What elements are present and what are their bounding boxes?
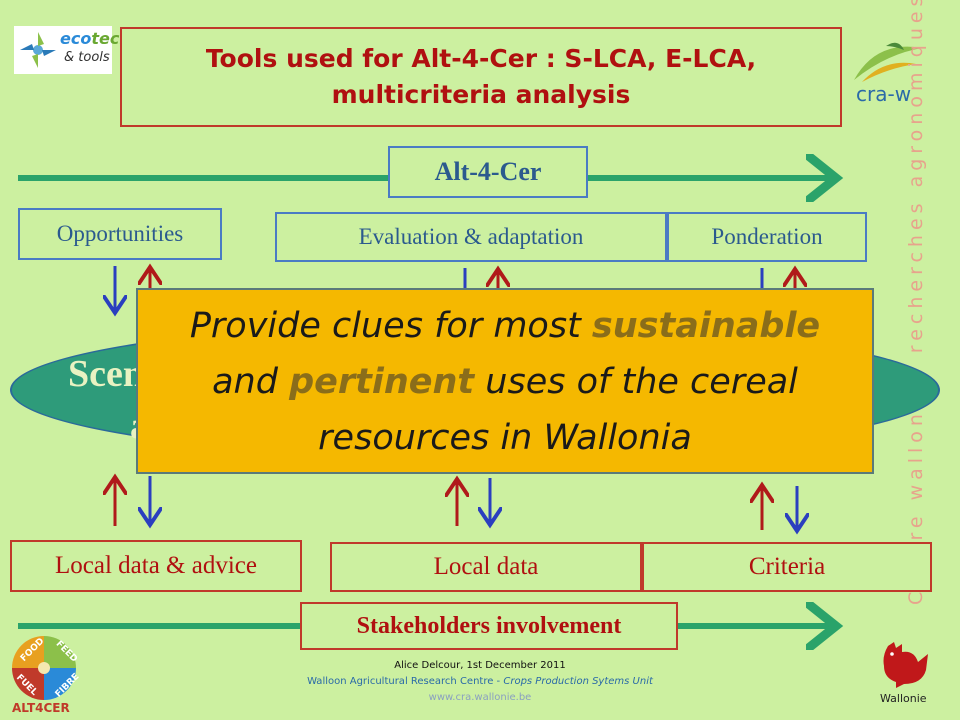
local-data-box: Local data	[330, 542, 642, 592]
alt4cer-logo: FOOD FEED FUEL FIBRE ALT4CER	[6, 634, 82, 718]
stakeholders-label: Stakeholders involvement	[356, 613, 622, 639]
alt4cer-box: Alt-4-Cer	[388, 146, 588, 198]
opportunities-label: Opportunities	[56, 221, 184, 246]
wallonie-text: Wallonie	[880, 692, 927, 705]
overlay-line-3: resources in Wallonia	[318, 418, 692, 458]
wallonie-rooster-icon	[883, 642, 928, 688]
alt4cer-name: ALT4CER	[12, 701, 70, 715]
overlay-line-2-post: uses of the cereal	[474, 362, 798, 402]
evaluation-label: Evaluation & adaptation	[358, 224, 584, 249]
overlay-line-1-text: Provide clues for most	[189, 306, 592, 346]
highlight-pertinent: pertinent	[289, 362, 475, 402]
ecotech-pinwheel-icon	[20, 32, 56, 68]
footer: Alice Delcour, 1st December 2011 Walloon…	[210, 658, 750, 706]
wallonie-logo: Wallonie	[872, 640, 934, 714]
overlay-line-2: and pertinent uses of the cereal	[138, 354, 872, 410]
footer-author: Alice Delcour, 1st December 2011	[394, 660, 566, 671]
local-data-advice-label: Local data & advice	[55, 552, 257, 579]
alt4cer-wheel-icon: FOOD FEED FUEL FIBRE	[12, 636, 82, 700]
ecotech-tools-text: & tools	[64, 50, 110, 65]
cra-w-leaf-icon	[854, 42, 922, 82]
ellipse-text-fragment-1: Scen	[68, 353, 144, 395]
footer-url[interactable]: www.cra.wallonie.be	[428, 692, 532, 703]
title-line-2: multicriteria analysis	[331, 80, 631, 109]
alt4cer-label: Alt-4-Cer	[434, 157, 542, 186]
footer-centre-line: Walloon Agricultural Research Centre - C…	[210, 674, 750, 690]
overlay-line-1: Provide clues for most sustainable	[138, 298, 872, 354]
ponderation-label: Ponderation	[711, 224, 823, 249]
title-line-1: Tools used for Alt-4-Cer : S-LCA, E-LCA,	[205, 44, 757, 73]
overlay-line-2-pre: and	[212, 362, 290, 402]
local-data-label: Local data	[433, 553, 539, 580]
criteria-box: Criteria	[642, 542, 932, 592]
slide-title: Tools used for Alt-4-Cer : S-LCA, E-LCA,…	[120, 27, 842, 127]
footer-centre: Walloon Agricultural Research Centre -	[307, 676, 504, 687]
local-data-advice-box: Local data & advice	[10, 540, 302, 592]
key-message-overlay: Provide clues for most sustainable and p…	[136, 288, 874, 474]
criteria-label: Criteria	[748, 553, 826, 580]
opportunities-box: Opportunities	[18, 208, 222, 260]
stakeholders-box: Stakeholders involvement	[300, 602, 678, 650]
cra-w-logo: cra-w	[846, 40, 930, 106]
ecotech-eco-text: eco	[60, 29, 92, 48]
footer-unit: Crops Production Sytems Unit	[503, 676, 653, 687]
evaluation-box: Evaluation & adaptation	[275, 212, 667, 262]
ponderation-box: Ponderation	[667, 212, 867, 262]
highlight-sustainable: sustainable	[591, 306, 821, 346]
cra-w-text: cra-w	[856, 82, 912, 106]
